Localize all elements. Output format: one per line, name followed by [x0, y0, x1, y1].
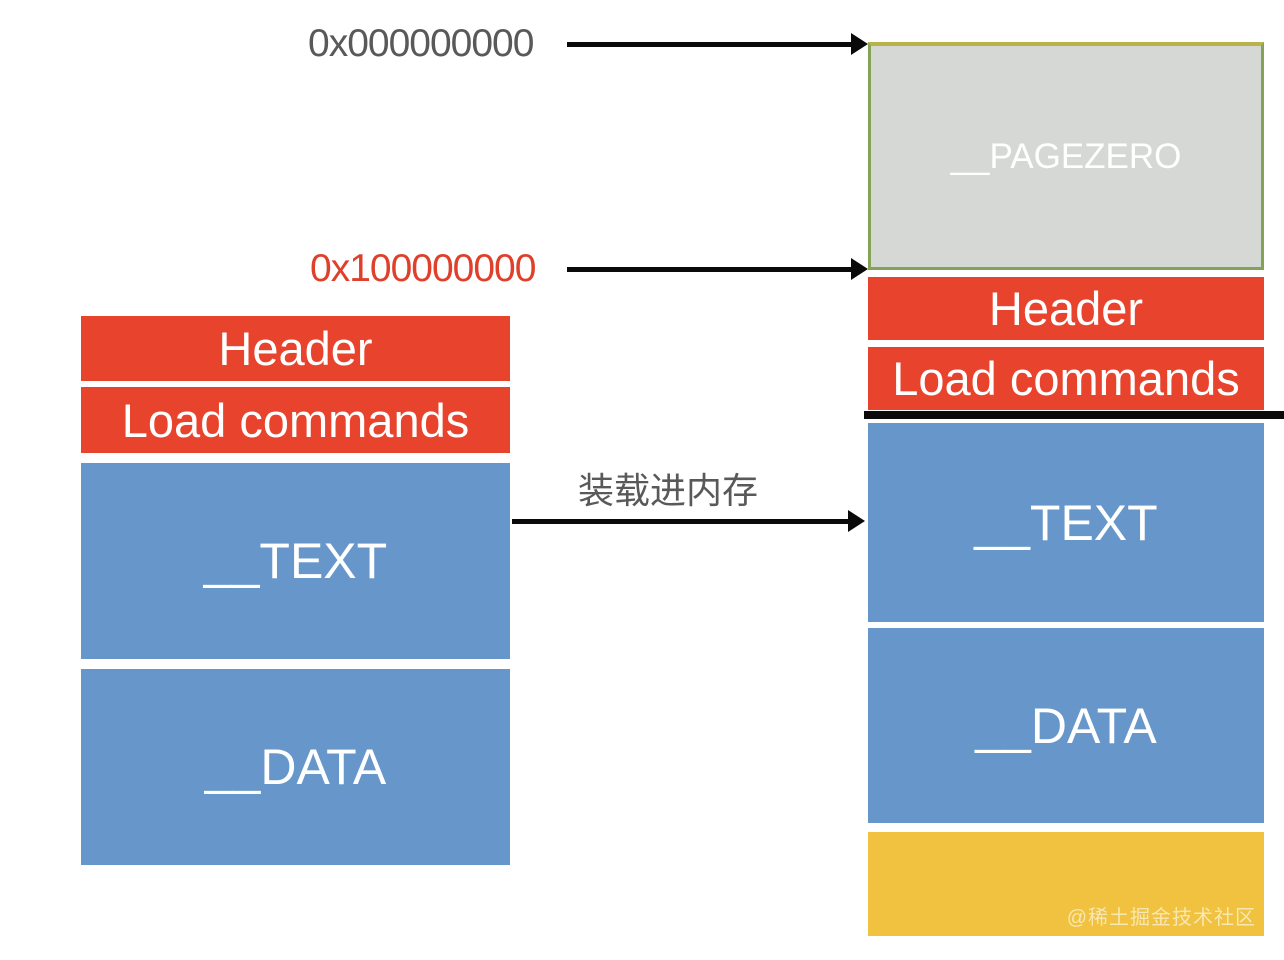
arrow-head-icon [851, 258, 868, 280]
memory-block-pagezero-label: __PAGEZERO [950, 136, 1182, 176]
memory-block-text-segment: __TEXT [868, 423, 1264, 622]
watermark: @稀土掘金技术社区 [1066, 907, 1256, 929]
file-block-data-segment-label: __DATA [204, 739, 387, 795]
file-block-text-segment: __TEXT [81, 463, 510, 659]
memory-block-data-segment: __DATA [868, 628, 1264, 823]
file-block-text-segment-label: __TEXT [203, 533, 388, 589]
file-block-load-commands: Load commands [81, 387, 510, 453]
file-block-header: Header [81, 316, 510, 381]
memory-block-load-commands-label: Load commands [892, 352, 1240, 405]
memory-block-header-label: Header [988, 282, 1144, 335]
load-into-memory-label: 装载进内存 [578, 470, 759, 511]
file-block-data-segment: __DATA [81, 669, 510, 865]
file-block-load-commands-label: Load commands [121, 393, 470, 447]
arrow-shaft [512, 519, 851, 524]
memory-block-data-segment-label: __DATA [975, 697, 1157, 754]
file-block-header-label: Header [218, 322, 373, 375]
arrow-head-icon [848, 510, 865, 532]
memory-block-load-commands: Load commands [868, 347, 1264, 410]
arrow-shaft [567, 267, 854, 272]
image-base-address-label: 0x100000000 [310, 247, 536, 290]
arrow-head-icon [851, 33, 868, 55]
memory-block-extra: @稀土掘金技术社区 [868, 832, 1264, 936]
arrow-shaft [567, 42, 854, 47]
memory-block-pagezero: __PAGEZERO [868, 42, 1264, 270]
memory-block-header: Header [868, 277, 1264, 340]
pagezero-address-label: 0x000000000 [308, 22, 534, 65]
memory-separator-line [864, 411, 1284, 419]
memory-block-text-segment-label: __TEXT [974, 494, 1158, 551]
